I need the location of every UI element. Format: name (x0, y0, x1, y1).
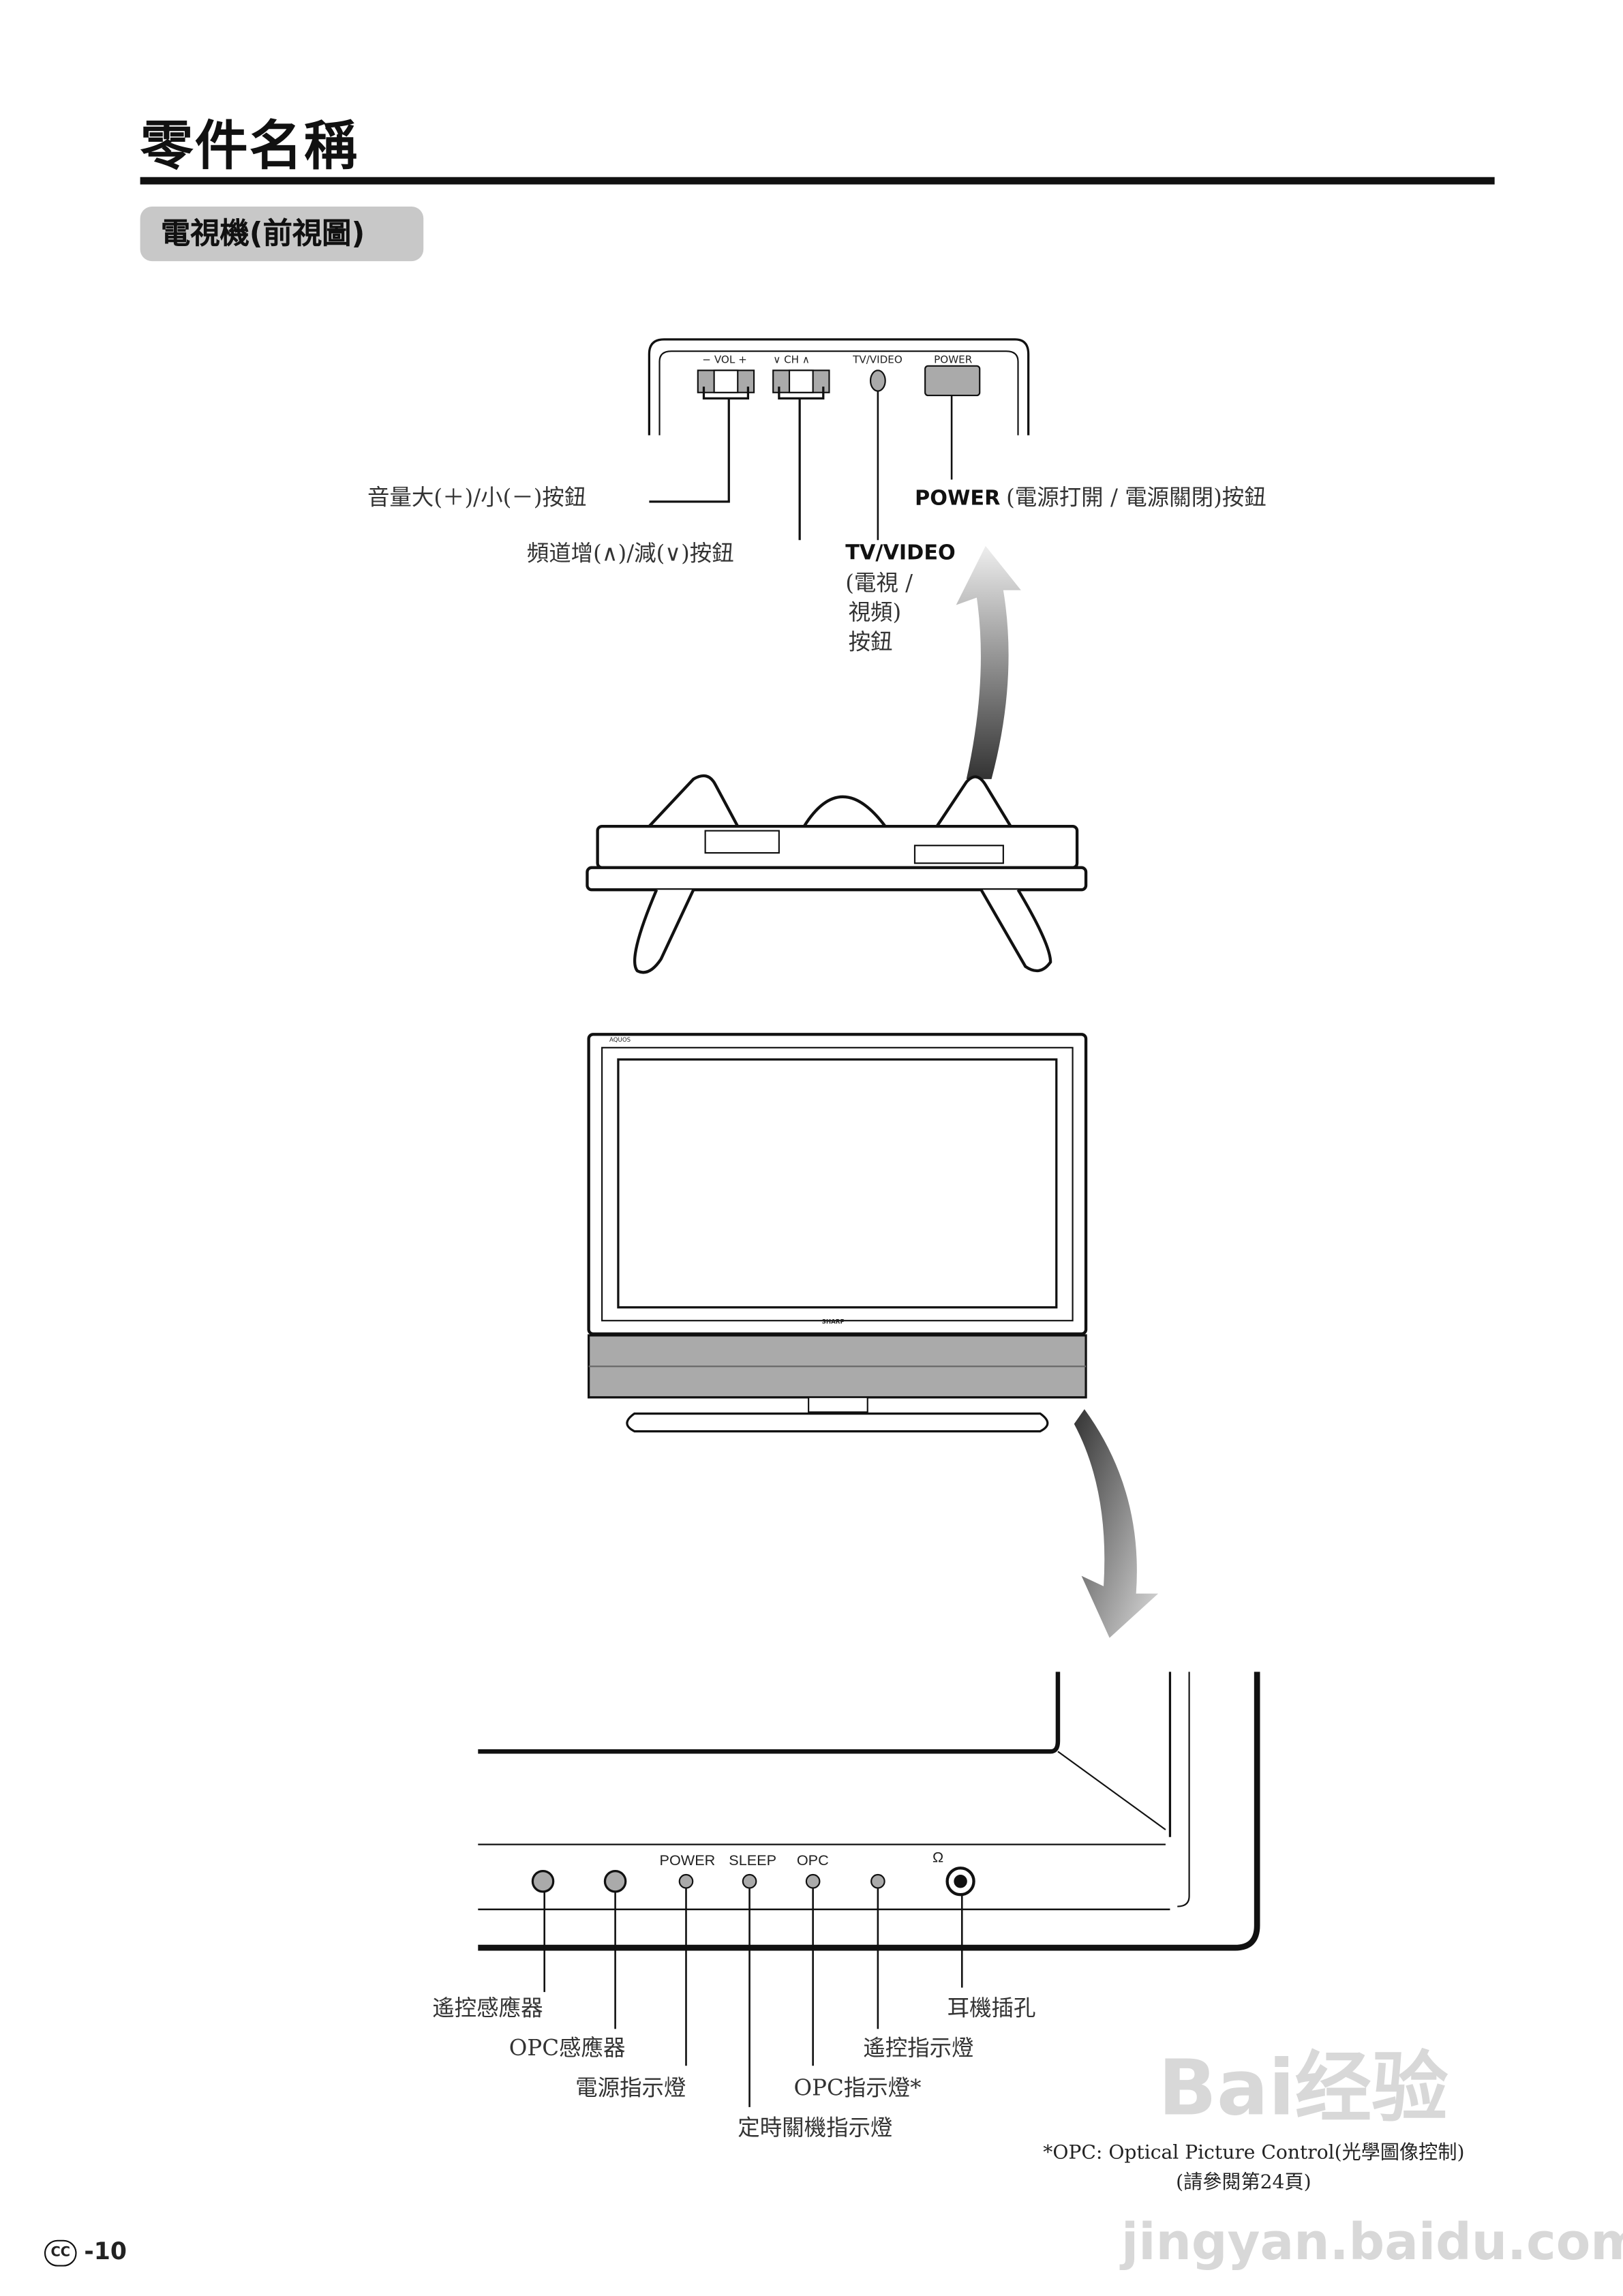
headphone-icon: Ω (932, 1850, 944, 1867)
footnote-line-1: *OPC: Optical Picture Control(光學圖像控制) (1043, 2142, 1465, 2165)
channel-callout: 頻道增(∧)/減(∨)按鈕 (526, 540, 734, 567)
tv-video-callout-zh-1: (電視 / (845, 569, 913, 596)
top-control-panel (648, 338, 1030, 541)
tv-video-button (869, 369, 886, 392)
closeup-sleep-label: SLEEP (729, 1853, 777, 1870)
remote-indicator-callout: 遙控指示燈 (863, 2034, 974, 2061)
volume-callout: 音量大(＋)/小(－)按鈕 (367, 483, 587, 511)
tv-video-callout-zh-3: 按鈕 (848, 629, 893, 656)
closeup-panel (478, 1672, 1260, 2107)
remote-sensor-callout: 遙控感應器 (432, 1995, 543, 2022)
power-callout-en: POWER (914, 487, 1001, 511)
tv-front-view (587, 1033, 1088, 1433)
power-indicator-callout: 電源指示燈 (575, 2074, 686, 2102)
watermark-logo: Bai经验 (1158, 2044, 1448, 2134)
tv-video-callout-en: TV/VIDEO (845, 541, 956, 566)
tv-top-view (586, 774, 1088, 974)
headphone-jack (945, 1867, 975, 1897)
opc-sensor-callout: OPC感應器 (509, 2034, 626, 2061)
page-title: 零件名稱 (140, 116, 359, 177)
arrow-down-icon (1074, 1409, 1159, 1638)
section-heading: 電視機(前視圖) (140, 207, 424, 262)
closeup-power-label: POWER (659, 1853, 716, 1870)
sleep-indicator (742, 1873, 757, 1889)
aquos-logo: AQUOS (609, 1036, 631, 1044)
power-callout-zh: (電源打開 / 電源關閉)按鈕 (1006, 483, 1266, 511)
ch-label: ∨ CH ∧ (773, 354, 810, 366)
opc-sensor (603, 1869, 627, 1893)
watermark-url: jingyan.baidu.com (1121, 2213, 1623, 2273)
closeup-opc-label: OPC (796, 1853, 829, 1870)
arrow-up-icon (956, 545, 1021, 779)
vol-label: − VOL + (702, 354, 747, 366)
language-badge: CC (44, 2239, 77, 2267)
headphone-jack-callout: 耳機插孔 (947, 1995, 1036, 2022)
title-rule (140, 177, 1495, 185)
page-number: -10 (84, 2237, 127, 2265)
power-label: POWER (934, 354, 973, 366)
footnote-line-2: (請參閱第24頁) (1176, 2172, 1311, 2194)
power-callout: POWER (電源打開 / 電源關閉)按鈕 (915, 484, 1266, 512)
tv-video-label: TV/VIDEO (853, 354, 902, 366)
power-button (924, 365, 981, 397)
opc-indicator (805, 1873, 821, 1889)
power-indicator (678, 1873, 694, 1889)
remote-indicator (870, 1873, 885, 1889)
opc-indicator-callout: OPC指示燈* (793, 2074, 922, 2102)
tv-video-callout-zh-2: 視頻) (848, 599, 902, 626)
sleep-indicator-callout: 定時關機指示燈 (738, 2114, 893, 2141)
remote-sensor (531, 1869, 555, 1893)
sharp-logo: SHARP (821, 1317, 845, 1325)
